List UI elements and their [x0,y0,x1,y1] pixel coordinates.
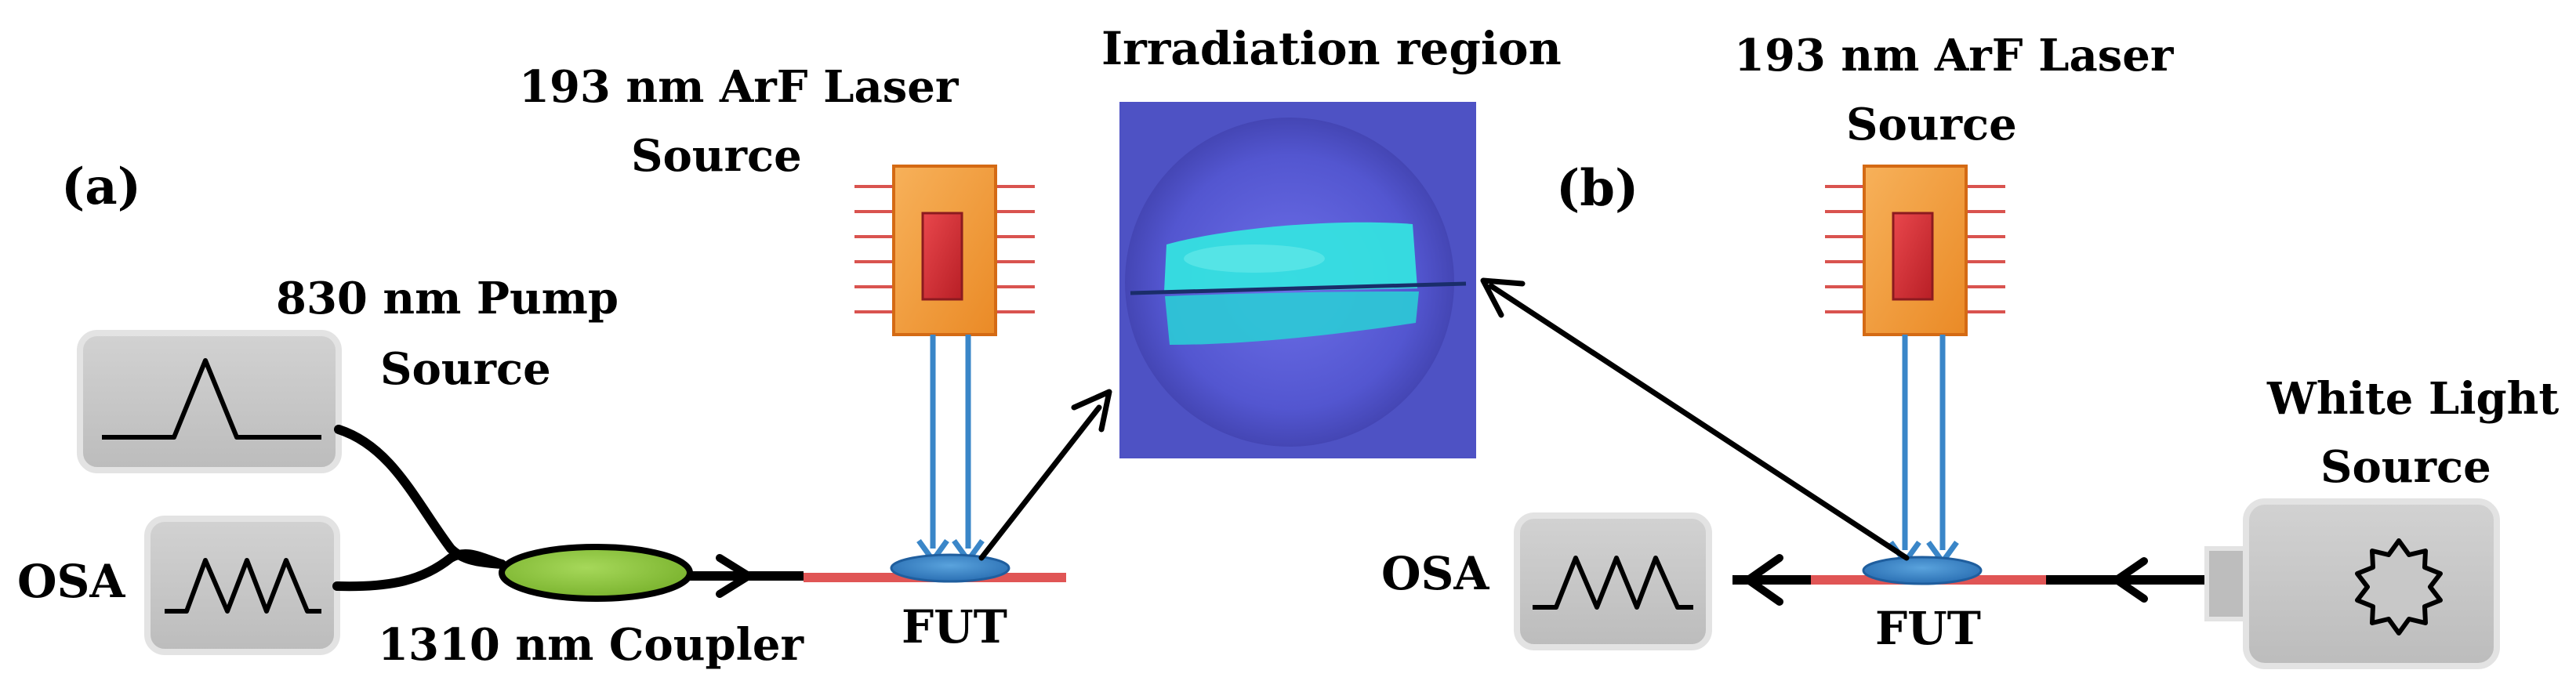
panel-b-label: (b) [1556,159,1638,218]
osa-box-a [147,519,337,652]
pump-label-line1: 830 nm Pump [276,273,619,324]
laser-source-b [1825,166,2005,335]
laser-label-a-line2: Source [631,130,802,182]
panel-a: (a) 830 nm Pump Source OSA 1310 nm Coupl… [17,61,1109,671]
coupler-label: 1310 nm Coupler [378,619,805,671]
irradiation-region: Irradiation region [1101,22,1562,458]
pump-label-line2: Source [380,343,551,395]
panel-a-label: (a) [61,158,141,216]
white-light-label-line1: White Light [2266,373,2559,425]
fut-label-a: FUT [902,600,1007,654]
fut-label-b: FUT [1875,602,1981,655]
irradiated-spot-b [1863,557,1981,584]
irradiation-title: Irradiation region [1101,22,1562,75]
pointer-arrow-a [981,407,1099,558]
white-light-label-line2: Source [2320,441,2491,493]
laser-label-a-line1: 193 nm ArF Laser [519,61,960,113]
laser-label-b-line2: Source [1846,99,2017,150]
laser-beam-b [1891,335,1957,562]
coupler [502,547,690,599]
white-light-source [2207,502,2497,666]
laser-label-b-line1: 193 nm ArF Laser [1734,30,2175,81]
arrowhead-icon [1074,392,1109,429]
osa-fiber-a [337,554,502,586]
osa-box-b [1517,516,1709,647]
panel-b: (b) 193 nm ArF Laser Source [1381,30,2559,666]
laser-source-a [854,166,1035,335]
irradiated-spot-a [891,555,1009,581]
pump-fiber [339,429,502,564]
pump-source-box [80,333,339,470]
osa-label-a: OSA [17,555,125,608]
osa-label-b: OSA [1381,547,1489,600]
laser-beam-a [919,335,982,560]
